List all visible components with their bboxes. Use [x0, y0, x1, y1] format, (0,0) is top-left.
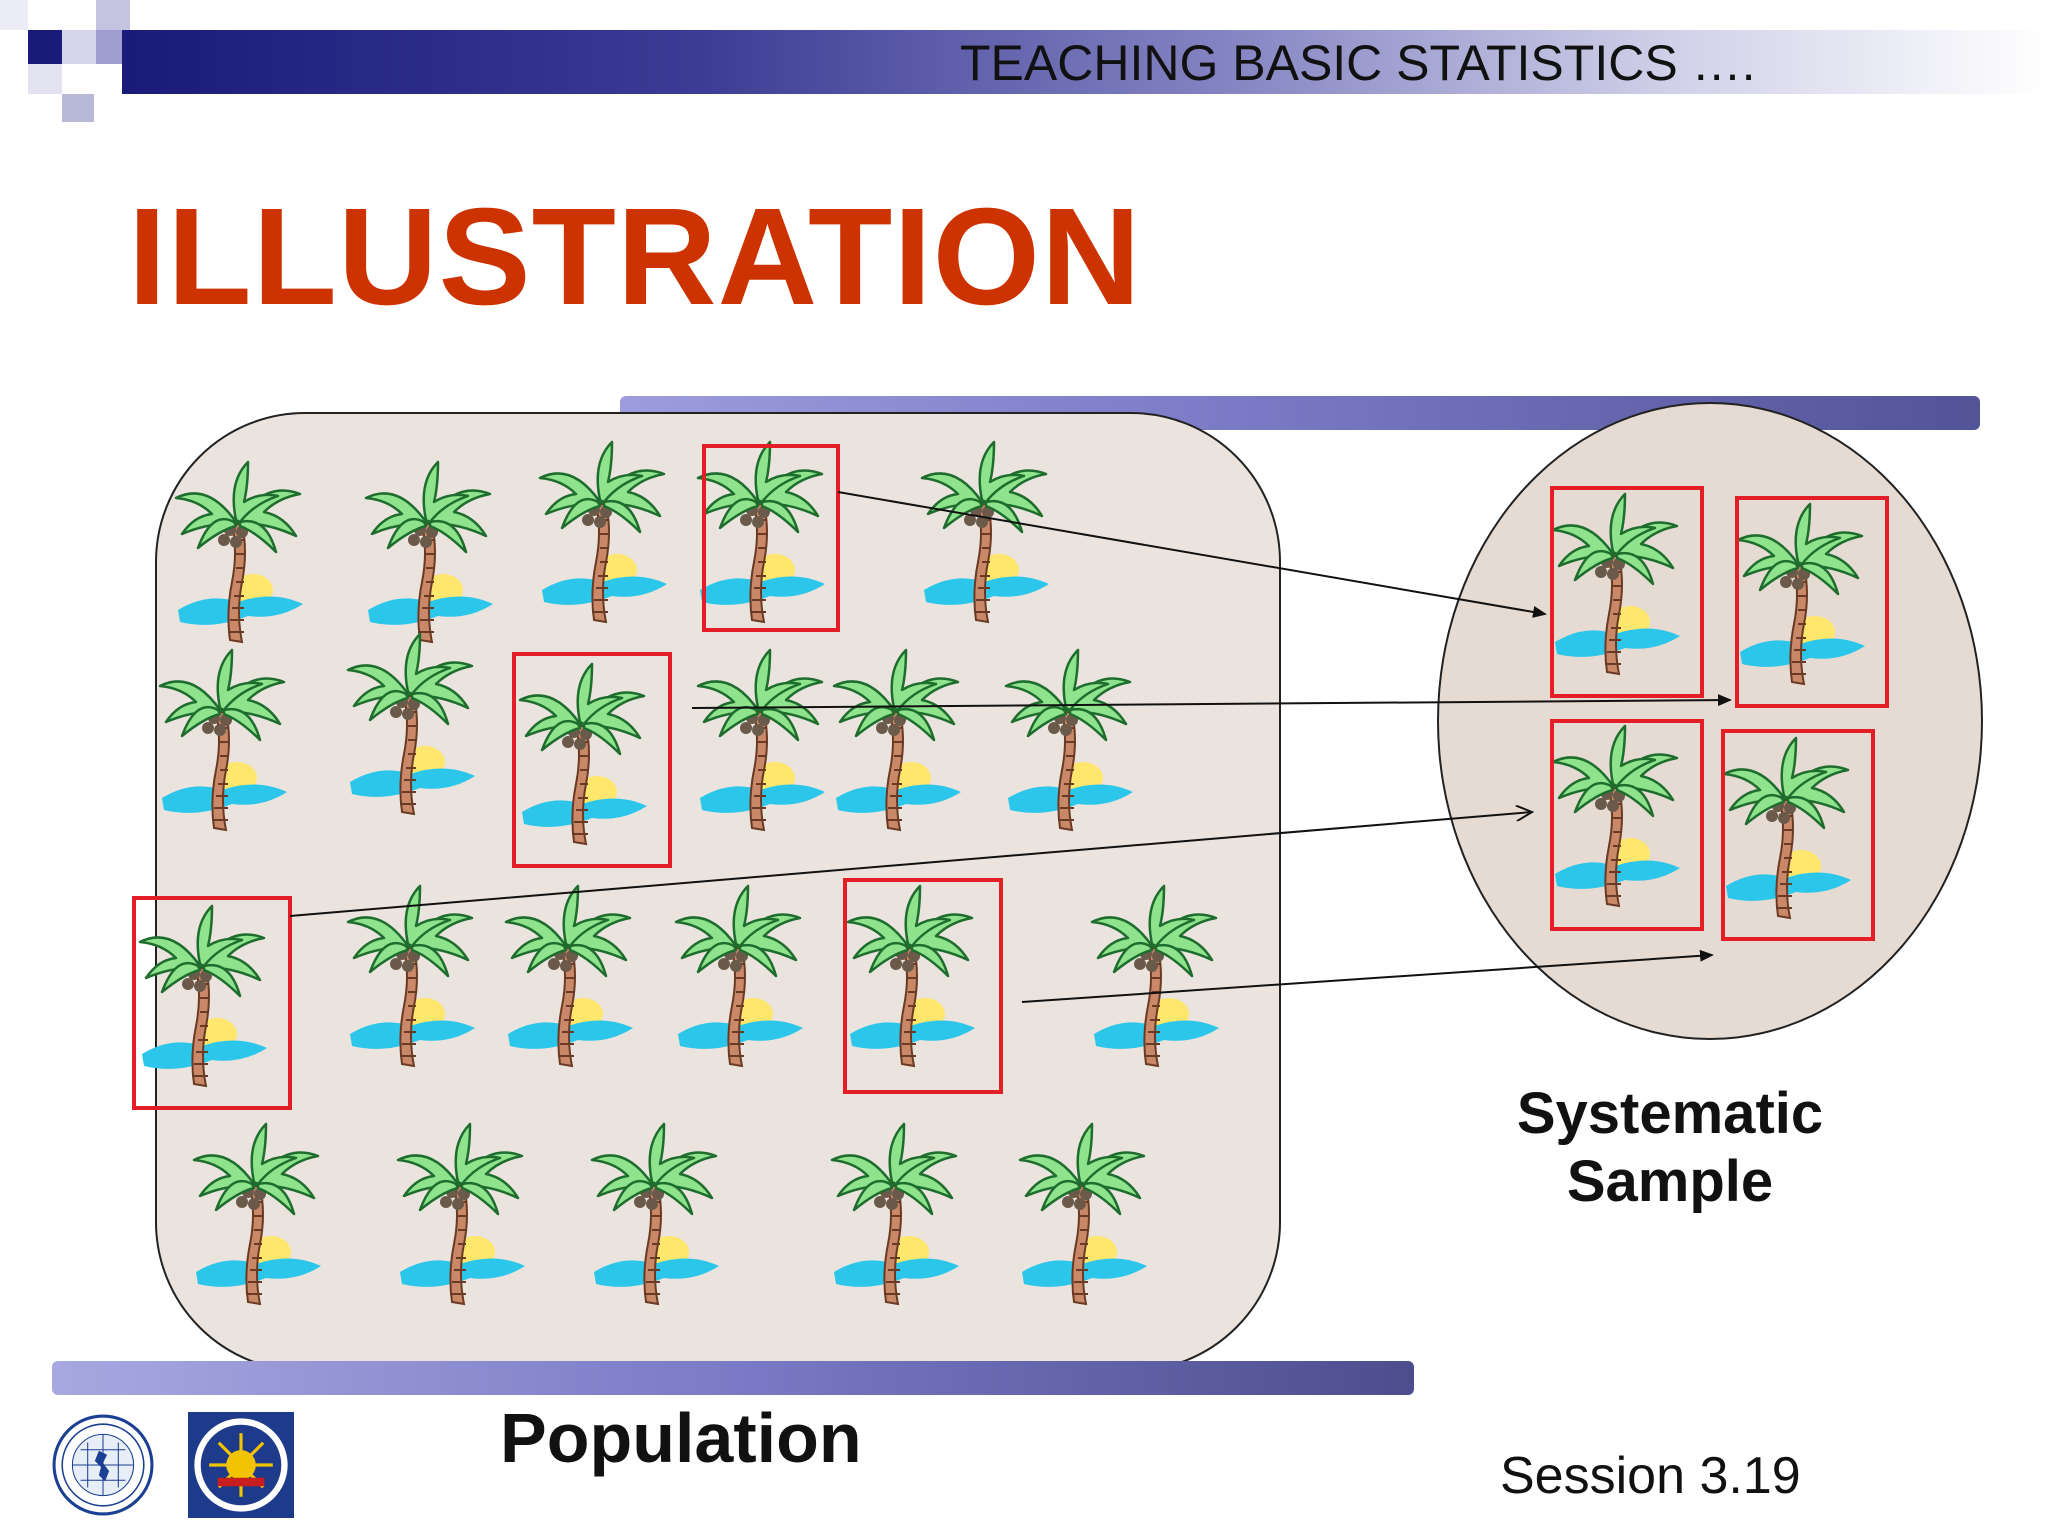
selection-box	[512, 652, 672, 868]
session-number: Session 3.19	[1500, 1447, 1801, 1505]
palm-tree-icon	[1084, 876, 1224, 1076]
sample-palm-tree-icon	[1716, 728, 1856, 928]
header-bar	[122, 30, 2048, 94]
header-square-1	[28, 30, 62, 64]
palm-tree-icon	[152, 640, 292, 840]
psa-seal-logo	[52, 1414, 154, 1516]
palm-tree-icon	[168, 452, 308, 652]
palm-tree-icon	[358, 452, 498, 652]
palm-tree-icon	[132, 896, 272, 1096]
header-square-4	[96, 30, 122, 64]
population-region	[155, 412, 1281, 1372]
header-title: TEACHING BASIC STATISTICS ….	[960, 35, 1756, 91]
palm-tree-icon	[1012, 1114, 1152, 1314]
header-square-2	[62, 30, 96, 64]
arrow-4	[1021, 949, 1714, 1003]
sample-label-line2: Sample	[1566, 1149, 1774, 1214]
palm-tree-icon	[690, 640, 830, 840]
palm-tree-icon	[390, 1114, 530, 1314]
sample-selection-box	[1550, 486, 1704, 698]
header-square-7	[0, 0, 28, 30]
palm-tree-icon	[340, 624, 480, 824]
selection-box	[843, 878, 1003, 1094]
palm-tree-icon	[340, 876, 480, 1076]
arrow-1	[837, 491, 1547, 618]
header-square-5	[28, 64, 62, 94]
sample-selection-box	[1550, 719, 1704, 931]
sample-selection-box	[1721, 729, 1875, 941]
sample-region	[1437, 402, 1983, 1040]
sample-palm-tree-icon	[1545, 484, 1685, 684]
palm-tree-icon	[512, 654, 652, 854]
slide-title: ILLUSTRATION	[128, 180, 1142, 334]
palm-tree-icon	[584, 1114, 724, 1314]
sample-selection-box	[1735, 496, 1889, 708]
palm-tree-icon	[826, 640, 966, 840]
arrow-2	[691, 694, 1732, 709]
header-square-6	[62, 94, 94, 122]
sample-label: Systematic Sample	[1450, 1080, 1890, 1216]
palm-tree-icon	[690, 432, 830, 632]
palm-tree-icon	[998, 640, 1138, 840]
ched-seal-logo	[188, 1412, 294, 1518]
sample-palm-tree-icon	[1730, 494, 1870, 694]
header-square-3	[96, 0, 130, 30]
palm-tree-icon	[498, 876, 638, 1076]
palm-tree-icon	[824, 1114, 964, 1314]
sample-label-line1: Systematic	[1516, 1081, 1824, 1146]
arrow-3	[289, 812, 1532, 917]
palm-tree-icon	[914, 432, 1054, 632]
population-label: Population	[500, 1399, 862, 1477]
selection-box	[132, 896, 292, 1110]
selection-box	[702, 444, 840, 632]
palm-tree-icon	[532, 432, 672, 632]
sample-palm-tree-icon	[1545, 716, 1685, 916]
palm-tree-icon	[668, 876, 808, 1076]
palm-tree-icon	[840, 876, 980, 1076]
accent-bar-bottom	[52, 1361, 1414, 1395]
palm-tree-icon	[186, 1114, 326, 1314]
